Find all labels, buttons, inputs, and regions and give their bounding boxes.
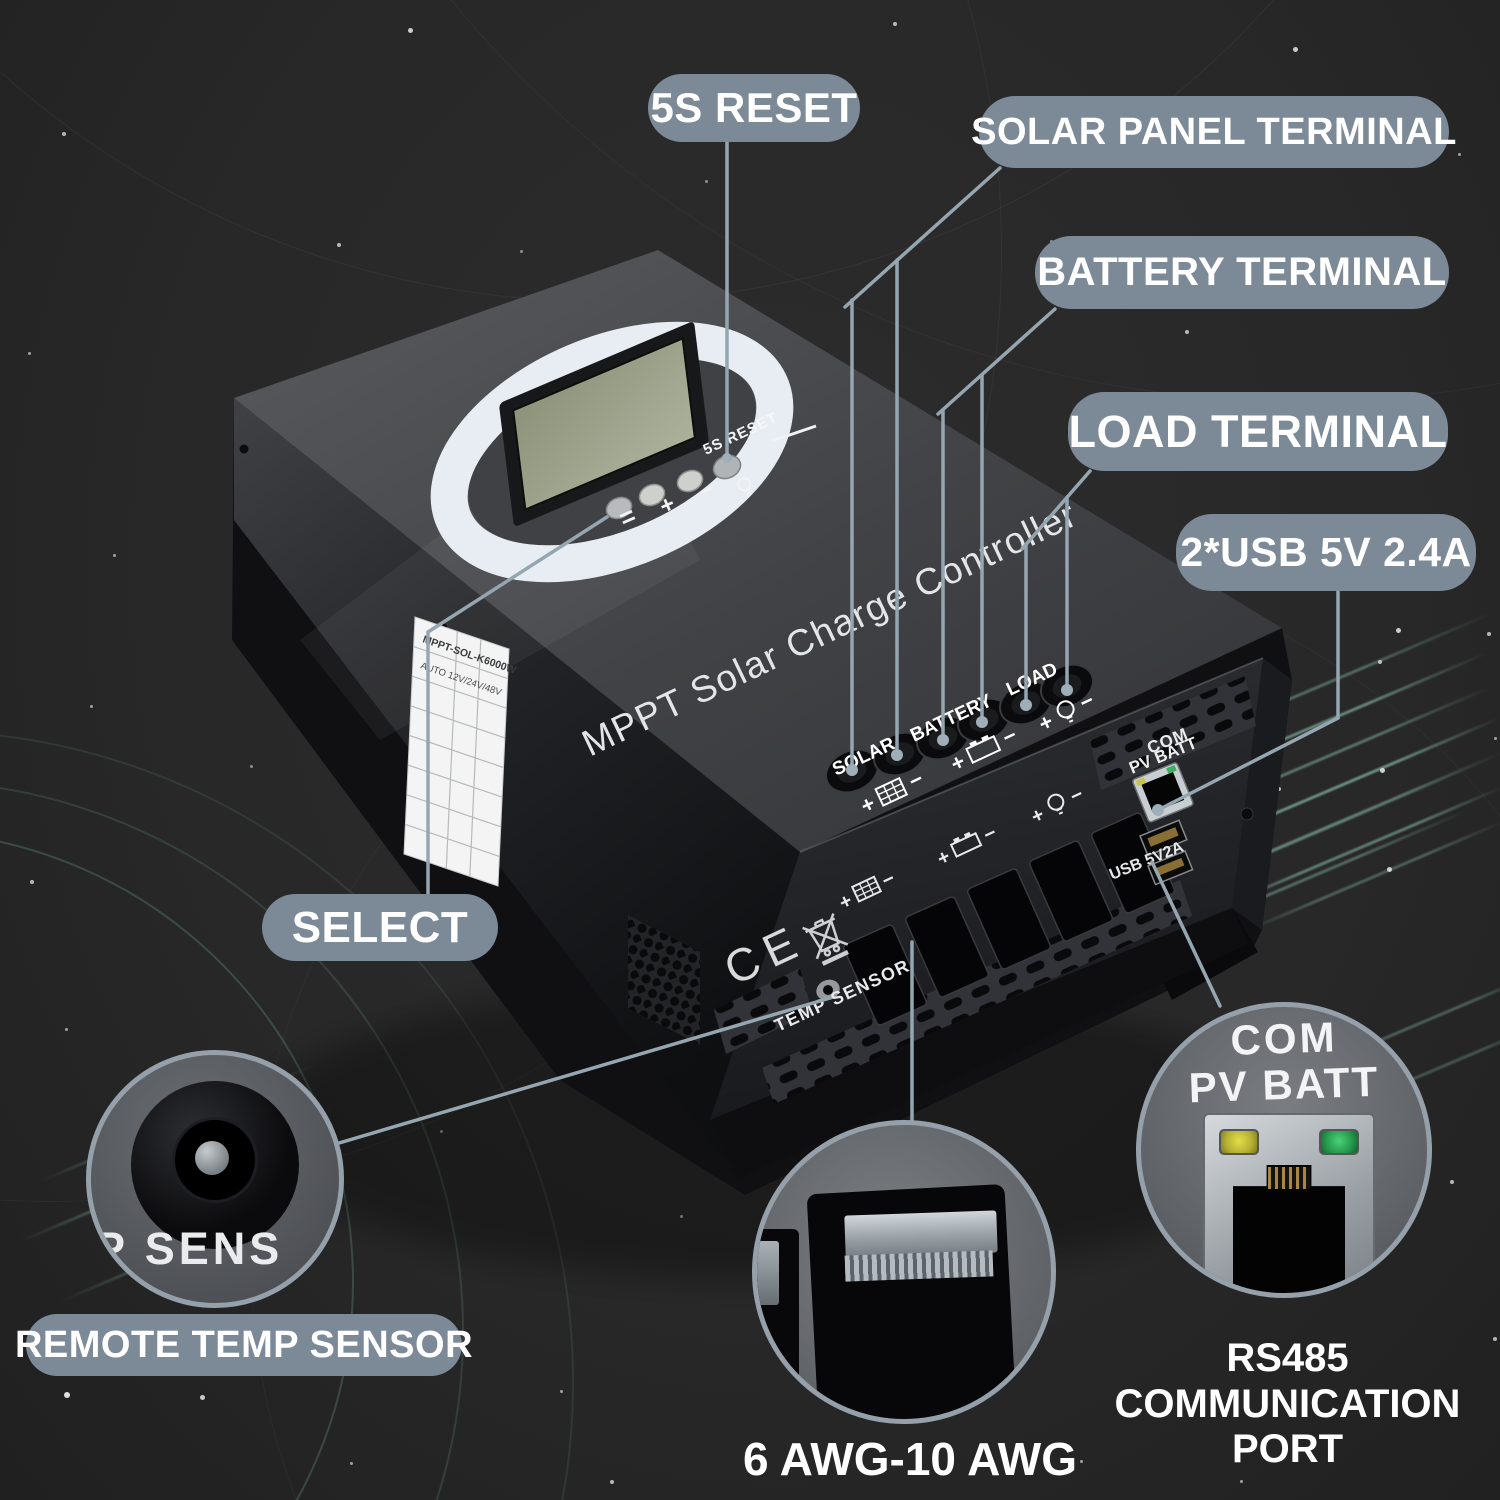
battery-icon [965,734,1002,764]
callout-select: SELECT [262,894,498,961]
screw [1240,807,1254,821]
battery-icon [949,831,983,858]
callout-label: SOLAR PANEL TERMINAL [971,110,1457,153]
spec-sticker: MPPT-SOL-K6000W AUTO 12V/24V/48V [403,616,518,887]
solar-panel-icon [850,875,883,903]
load-bulb-icon [1047,793,1065,815]
hex-vent-grid [628,915,700,1045]
rj45-led-yellow [1219,1129,1259,1155]
rs485-inset-connector [1150,860,1222,1008]
dc-jack-pin [195,1141,229,1175]
callout-battery-terminal: BATTERY TERMINAL [1035,236,1449,309]
rs485-port-inset: COM PV BATT [1136,1002,1432,1298]
load-bulb-icon [1056,700,1075,723]
display-panel: = + − 5S RESET [430,321,817,583]
load-connector [1020,469,1092,551]
terminal-block-openings [842,812,1176,1026]
weee-bin-icon [802,913,849,966]
temp-sensor-partial-text: P SENS [95,1223,284,1274]
lcd-screen [499,322,709,526]
terminal-clamp [757,1241,779,1305]
lamp-button-icon [737,477,752,496]
callout-5s-reset: 5S RESET [648,74,860,142]
callout-usb: 2*USB 5V 2.4A [1176,514,1476,591]
callout-solar-panel-terminal: SOLAR PANEL TERMINAL [971,96,1456,168]
rj45-pins [1268,1167,1310,1189]
callout-remote-temp-sensor: REMOTE TEMP SENSOR [15,1314,473,1376]
temp-inset-connector [337,996,832,1145]
callout-label: LOAD TERMINAL [1068,405,1448,457]
minus-button [676,469,704,493]
wire-gauge-inset [752,1120,1056,1424]
callout-label: 2*USB 5V 2.4A [1180,529,1472,575]
reset-underline [771,424,817,443]
white-ring [430,321,794,583]
inset-pv-batt-label: PV BATT [1187,1057,1381,1112]
solar-connector [843,166,1002,309]
temp-sensor-jack-hole [823,985,833,995]
callout-label: SELECT [291,902,469,952]
solar-panel-icon [874,776,909,807]
terminal-clamp-serration [844,1250,994,1282]
callout-label: 5S RESET [650,84,858,131]
rs485-caption: RS485 COMMUNICATION PORT [1110,1336,1465,1473]
bottom-mounting-flange [710,908,1248,1178]
battery-connector [936,307,1057,416]
plus-button [638,483,666,507]
callout-label: REMOTE TEMP SENSOR [14,1323,474,1366]
rs485-caption-line: COMMUNICATION [1114,1381,1461,1426]
callout-load-terminal: LOAD TERMINAL [1068,392,1448,471]
rs485-caption-line: RS485 [1226,1336,1349,1380]
rs485-caption-line: PORT [1231,1427,1344,1472]
vent-slots [762,880,1192,1104]
rj45-port-bezel [1203,1113,1375,1293]
select-connector [426,515,609,896]
callout-label: BATTERY TERMINAL [1037,250,1447,294]
rj45-led-green [1319,1129,1359,1155]
temp-sensor-inset: P SENS [86,1050,344,1308]
wire-gauge-caption: 6 AWG-10 AWG [743,1433,1077,1485]
menu-button [605,496,633,520]
screw [238,443,250,455]
vent-slots [714,968,812,1054]
